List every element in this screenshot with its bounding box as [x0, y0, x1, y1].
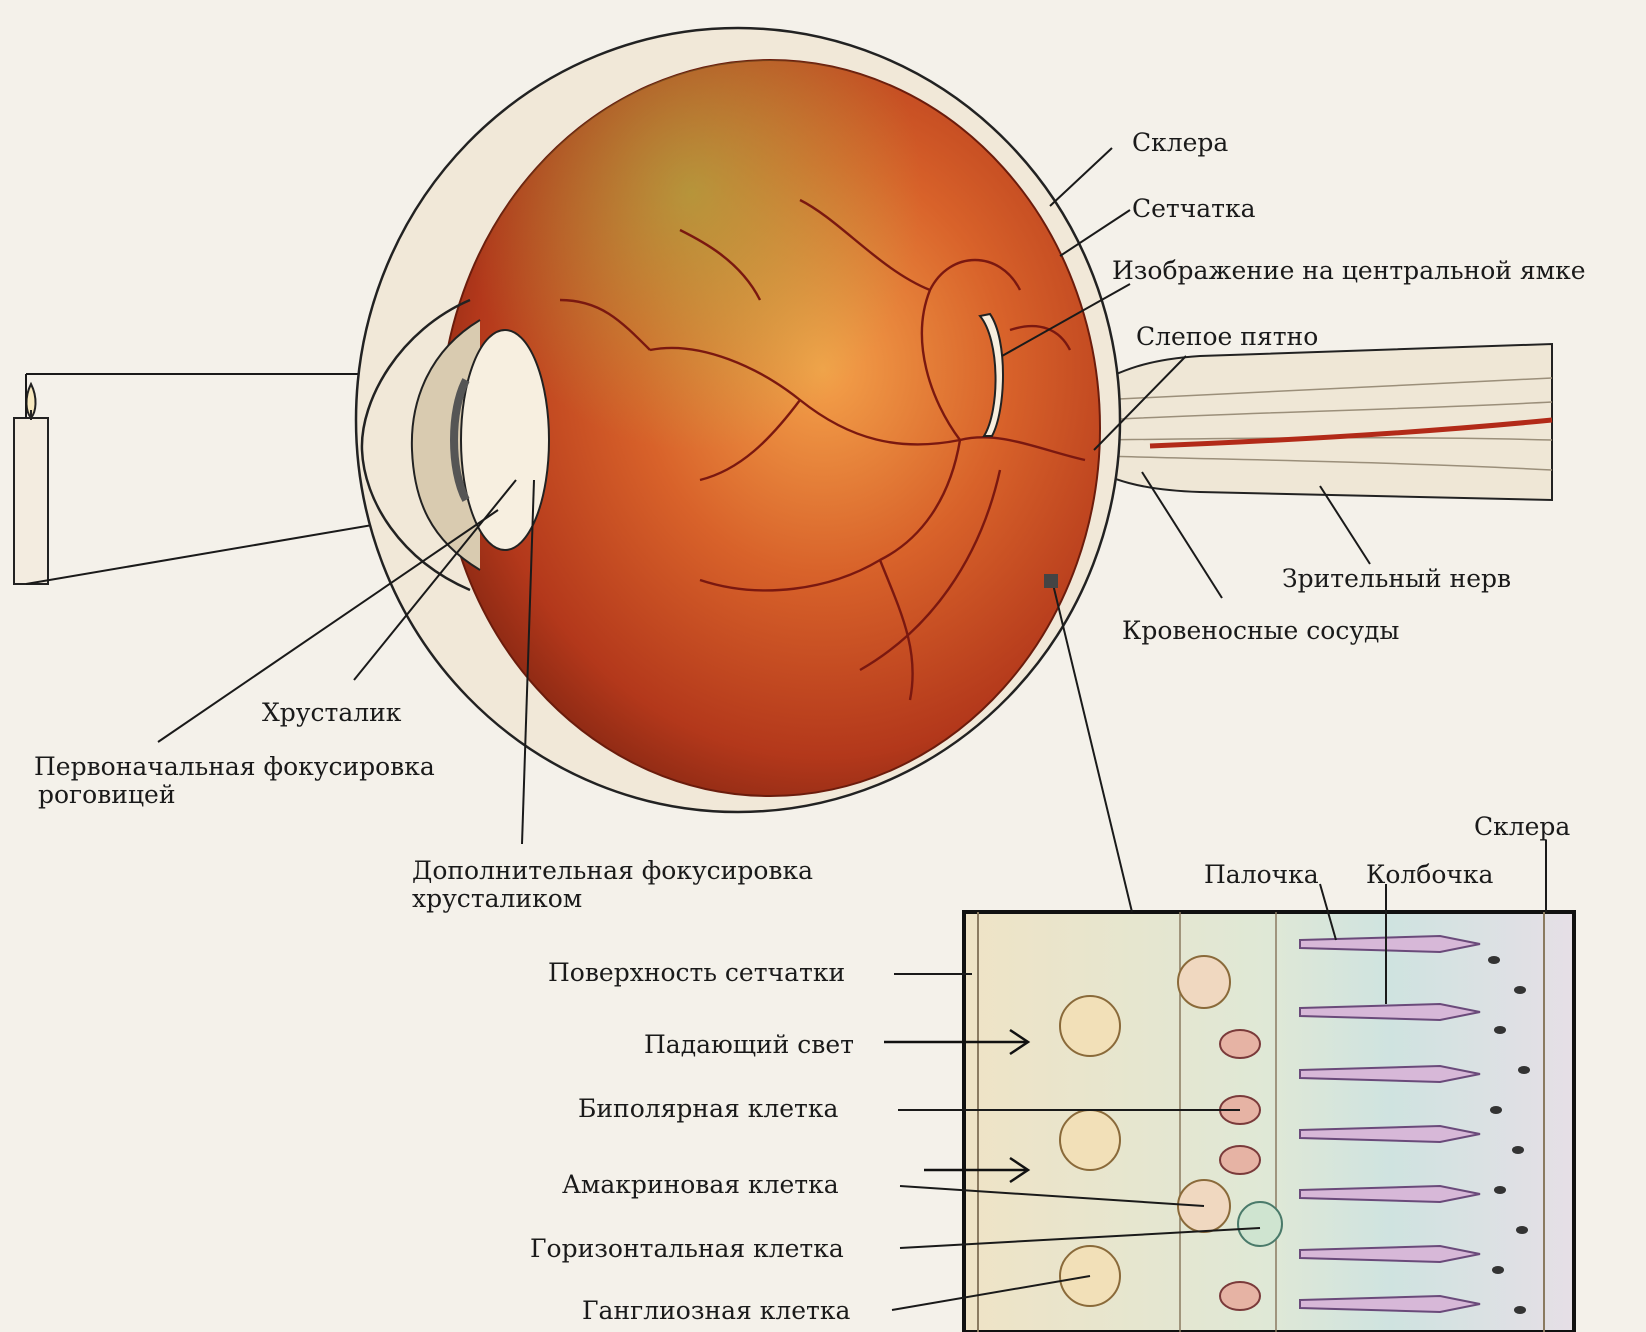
label-cornea-focus-2: роговицей — [38, 780, 175, 810]
optic-nerve — [1078, 344, 1552, 500]
inset-leader — [1052, 580, 1132, 912]
label-blood-vessels: Кровеносные сосуды — [1122, 616, 1399, 646]
label-lens: Хрусталик — [262, 698, 401, 728]
label-blind-spot: Слепое пятно — [1136, 322, 1318, 352]
label-inset-sclera: Склера — [1474, 812, 1570, 842]
label-incident-light: Падающий свет — [644, 1030, 854, 1060]
label-ganglion-cell: Ганглиозная клетка — [582, 1296, 850, 1326]
retina-inset — [884, 912, 1574, 1332]
label-optic-nerve: Зрительный нерв — [1282, 564, 1511, 594]
label-sclera: Склера — [1132, 128, 1228, 158]
candle-object — [14, 384, 48, 584]
label-cone: Колбочка — [1366, 860, 1493, 890]
label-retina-surface: Поверхность сетчатки — [548, 958, 845, 988]
label-retina: Сетчатка — [1132, 194, 1256, 224]
inset-marker — [1044, 574, 1058, 588]
label-lens-focus-1: Дополнительная фокусировка — [412, 856, 813, 886]
label-fovea-image: Изображение на центральной ямке — [1112, 256, 1586, 286]
label-rod: Палочка — [1204, 860, 1319, 890]
label-lens-focus-2: хрусталиком — [412, 884, 582, 914]
lens-shape — [461, 330, 549, 550]
label-amacrine-cell: Амакриновая клетка — [562, 1170, 839, 1200]
label-cornea-focus-1: Первоначальная фокусировка — [34, 752, 435, 782]
label-bipolar-cell: Биполярная клетка — [578, 1094, 838, 1124]
label-horizontal-cell: Горизонтальная клетка — [530, 1234, 844, 1264]
